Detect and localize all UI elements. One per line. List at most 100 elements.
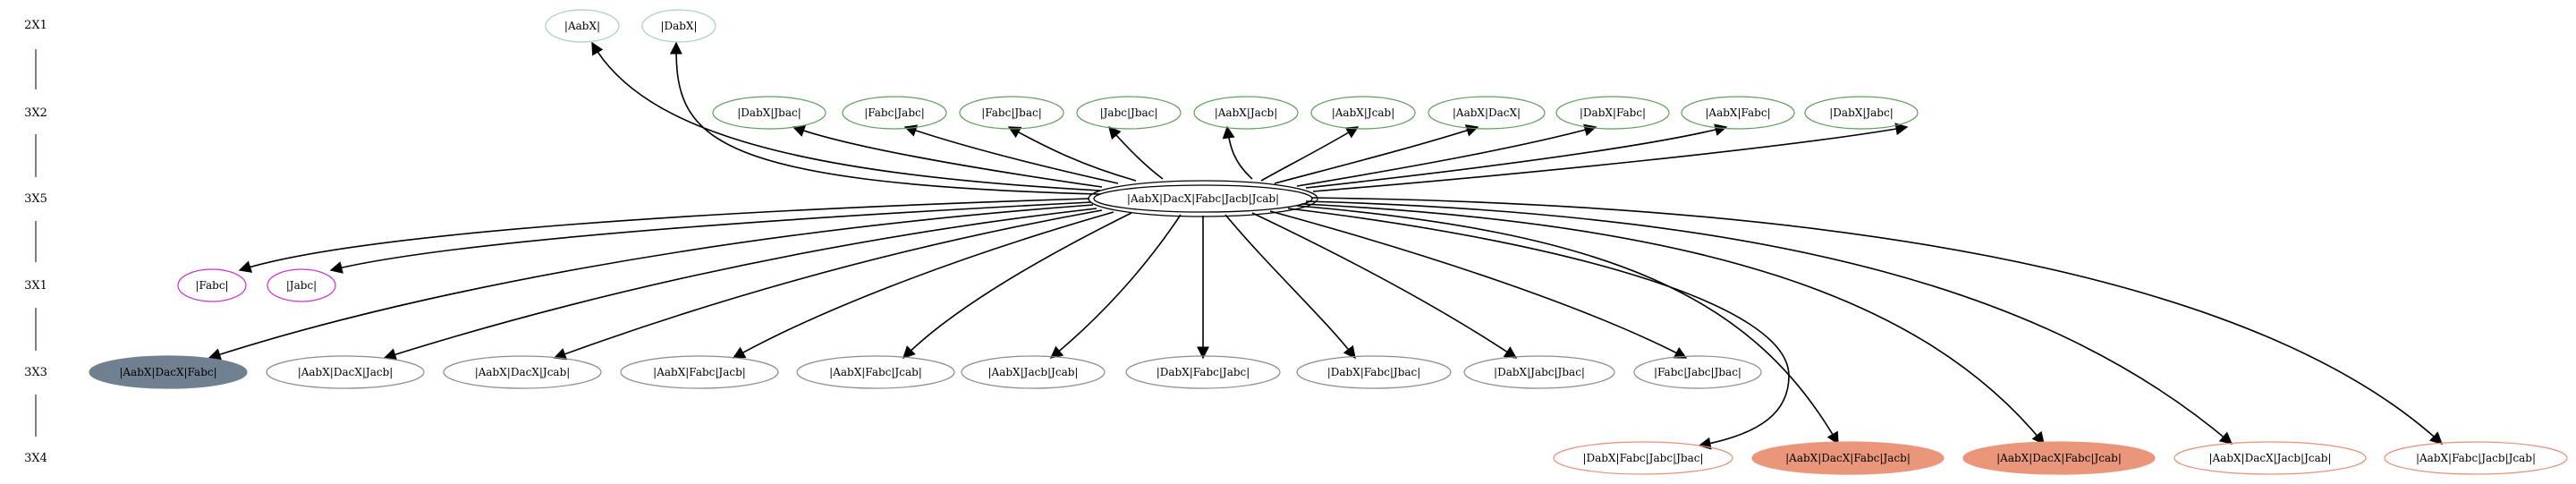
svg-text:|AabX|: |AabX| [564,20,600,32]
edge [669,41,1101,195]
node[interactable]: |DabX|Fabc| [1555,96,1670,130]
svg-text:|AabX|Fabc|: |AabX|Fabc| [1705,106,1770,119]
edge [591,41,1101,191]
edges [208,41,2444,450]
node[interactable]: |DabX|Fabc|Jbac| [1296,355,1452,389]
node[interactable]: |AabX|Fabc|Jcab| [796,355,955,389]
node[interactable]: |DabX|Jbac| [712,96,826,130]
edge [1222,125,1253,180]
edge [383,208,1097,361]
node[interactable]: |Jabc| [267,268,336,302]
rank-label-3x1: 3X1 [24,279,47,293]
node[interactable]: |AabX|DacX|Jacb| [266,355,425,389]
node[interactable]: |AabX|DacX|Fabc| [89,355,248,389]
edge [732,211,1114,359]
rank-label-3x5: 3X5 [24,192,47,206]
node[interactable]: |AabX|Fabc| [1681,96,1795,130]
svg-text:|AabX|DacX|Jcab|: |AabX|DacX|Jcab| [475,366,571,378]
edge [208,204,1094,361]
svg-text:|AabX|DacX|Fabc|Jacb|: |AabX|DacX|Fabc|Jacb| [1785,452,1911,464]
svg-text:|AabX|DacX|Jacb|: |AabX|DacX|Jacb| [298,366,394,378]
svg-text:|DabX|Fabc|Jbac|: |DabX|Fabc|Jbac| [1327,366,1421,378]
svg-text:|Jabc|: |Jabc| [286,279,317,292]
node[interactable]: |AabX|Jacb|Jcab| [961,355,1106,389]
node[interactable]: |Jabc|Jbac| [1076,96,1182,130]
svg-text:|DabX|Fabc|Jabc|: |DabX|Fabc|Jabc| [1157,366,1250,378]
row-3x1: |Fabc| |Jabc| [177,268,336,302]
root-node[interactable]: |AabX|DacX|Fabc|Jacb|Jcab| [1088,180,1318,217]
svg-text:|DabX|Jbac|: |DabX|Jbac| [737,106,801,119]
svg-text:|DabX|Fabc|Jabc|Jbac|: |DabX|Fabc|Jabc|Jbac| [1582,452,1703,464]
svg-text:|AabX|Jcab|: |AabX|Jcab| [1332,106,1395,119]
svg-text:|AabX|DacX|Jacb|Jcab|: |AabX|DacX|Jacb|Jcab| [2208,452,2331,464]
svg-text:|Jabc|Jbac|: |Jabc|Jbac| [1100,106,1158,119]
edge [1260,126,1360,182]
edge [553,209,1103,361]
svg-text:|AabX|Jacb|Jcab|: |AabX|Jacb|Jcab| [988,366,1079,378]
node[interactable]: |Fabc|Jbac| [959,96,1064,130]
edge [1108,125,1164,180]
node[interactable]: |AabX|DacX|Jacb|Jcab| [2174,441,2367,475]
svg-text:|Fabc|: |Fabc| [195,279,228,292]
svg-text:|DabX|Fabc|: |DabX|Fabc| [1580,106,1646,119]
edge [329,201,1092,274]
row-3x4: |DabX|Fabc|Jabc|Jbac| |AabX|DacX|Fabc|Ja… [1553,441,2568,475]
edge [1007,126,1137,182]
svg-text:|Fabc|Jabc|: |Fabc|Jabc| [864,106,925,119]
rank-label-3x2: 3X2 [24,106,47,120]
svg-text:|Fabc|Jabc|Jbac|: |Fabc|Jabc|Jbac| [1654,366,1741,378]
row-3x2: |DabX|Jbac| |Fabc|Jabc| |Fabc|Jbac| |Jab… [712,96,1919,130]
node[interactable]: |AabX| [545,9,620,43]
edge [1305,123,1728,189]
edge [1296,205,1839,446]
node[interactable]: |DabX|Jabc| [1804,96,1919,130]
node[interactable]: |DabX|Fabc|Jabc| [1125,355,1281,389]
node[interactable]: |Fabc|Jabc|Jbac| [1633,355,1762,389]
node[interactable]: |DabX| [641,9,716,43]
svg-text:|AabX|Fabc|Jcab|: |AabX|Fabc|Jcab| [829,366,922,378]
node[interactable]: |Fabc|Jabc| [842,96,947,130]
rank-axis: 2X1 3X2 3X5 3X1 3X3 3X4 [24,19,47,465]
svg-text:|DabX|: |DabX| [660,20,697,32]
edge [1251,212,1518,359]
svg-text:|AabX|Fabc|Jacb|Jcab|: |AabX|Fabc|Jacb|Jcab| [2416,452,2536,464]
edge [792,124,1103,188]
edge [1301,203,2045,446]
rank-label-3x3: 3X3 [24,366,47,379]
node[interactable]: |Fabc| [177,268,247,302]
node[interactable]: |AabX|Jacb| [1193,96,1299,130]
node[interactable]: |AabX|DacX| [1428,96,1546,130]
node[interactable]: |DabX|Fabc|Jabc|Jbac| [1553,441,1733,475]
edge [1312,123,1909,192]
node[interactable]: |AabX|DacX|Jcab| [443,355,602,389]
edge [1287,208,1790,450]
edge [1049,214,1182,359]
svg-text:|AabX|Jacb|: |AabX|Jacb| [1215,106,1278,119]
svg-text:|AabX|DacX|Fabc|Jacb|Jcab|: |AabX|DacX|Fabc|Jacb|Jcab| [1127,192,1279,205]
svg-text:|DabX|Jabc|Jbac|: |DabX|Jabc|Jbac| [1494,366,1585,378]
edge [1224,214,1356,360]
svg-text:|AabX|DacX|Fabc|: |AabX|DacX|Fabc| [119,366,216,378]
edge [1296,123,1597,187]
edge [1269,210,1688,359]
node[interactable]: |AabX|Jcab| [1310,96,1416,130]
row-3x3: |AabX|DacX|Fabc| |AabX|DacX|Jacb| |AabX|… [89,355,1762,389]
edge [903,124,1119,184]
svg-text:|Fabc|Jbac|: |Fabc|Jbac| [981,106,1042,119]
node[interactable]: |DabX|Jabc|Jbac| [1463,355,1615,389]
svg-text:|AabX|DacX|: |AabX|DacX| [1453,106,1521,119]
edge [1274,124,1479,184]
rank-label-3x4: 3X4 [24,452,47,465]
edge [902,212,1132,359]
node[interactable]: |AabX|Fabc|Jacb|Jcab| [2384,441,2568,475]
node[interactable]: |AabX|DacX|Fabc|Jacb| [1751,441,1945,475]
edge [1310,197,2444,445]
rank-label-2x1: 2X1 [24,19,47,32]
svg-text:|AabX|Fabc|Jacb|: |AabX|Fabc|Jacb| [653,366,746,378]
node[interactable]: |AabX|DacX|Fabc|Jcab| [1962,441,2156,475]
node[interactable]: |AabX|Fabc|Jacb| [620,355,779,389]
svg-text:|AabX|DacX|Fabc|Jcab|: |AabX|DacX|Fabc|Jcab| [1996,452,2122,464]
svg-text:|DabX|Jabc|: |DabX|Jabc| [1829,106,1894,119]
edge [238,198,1090,273]
